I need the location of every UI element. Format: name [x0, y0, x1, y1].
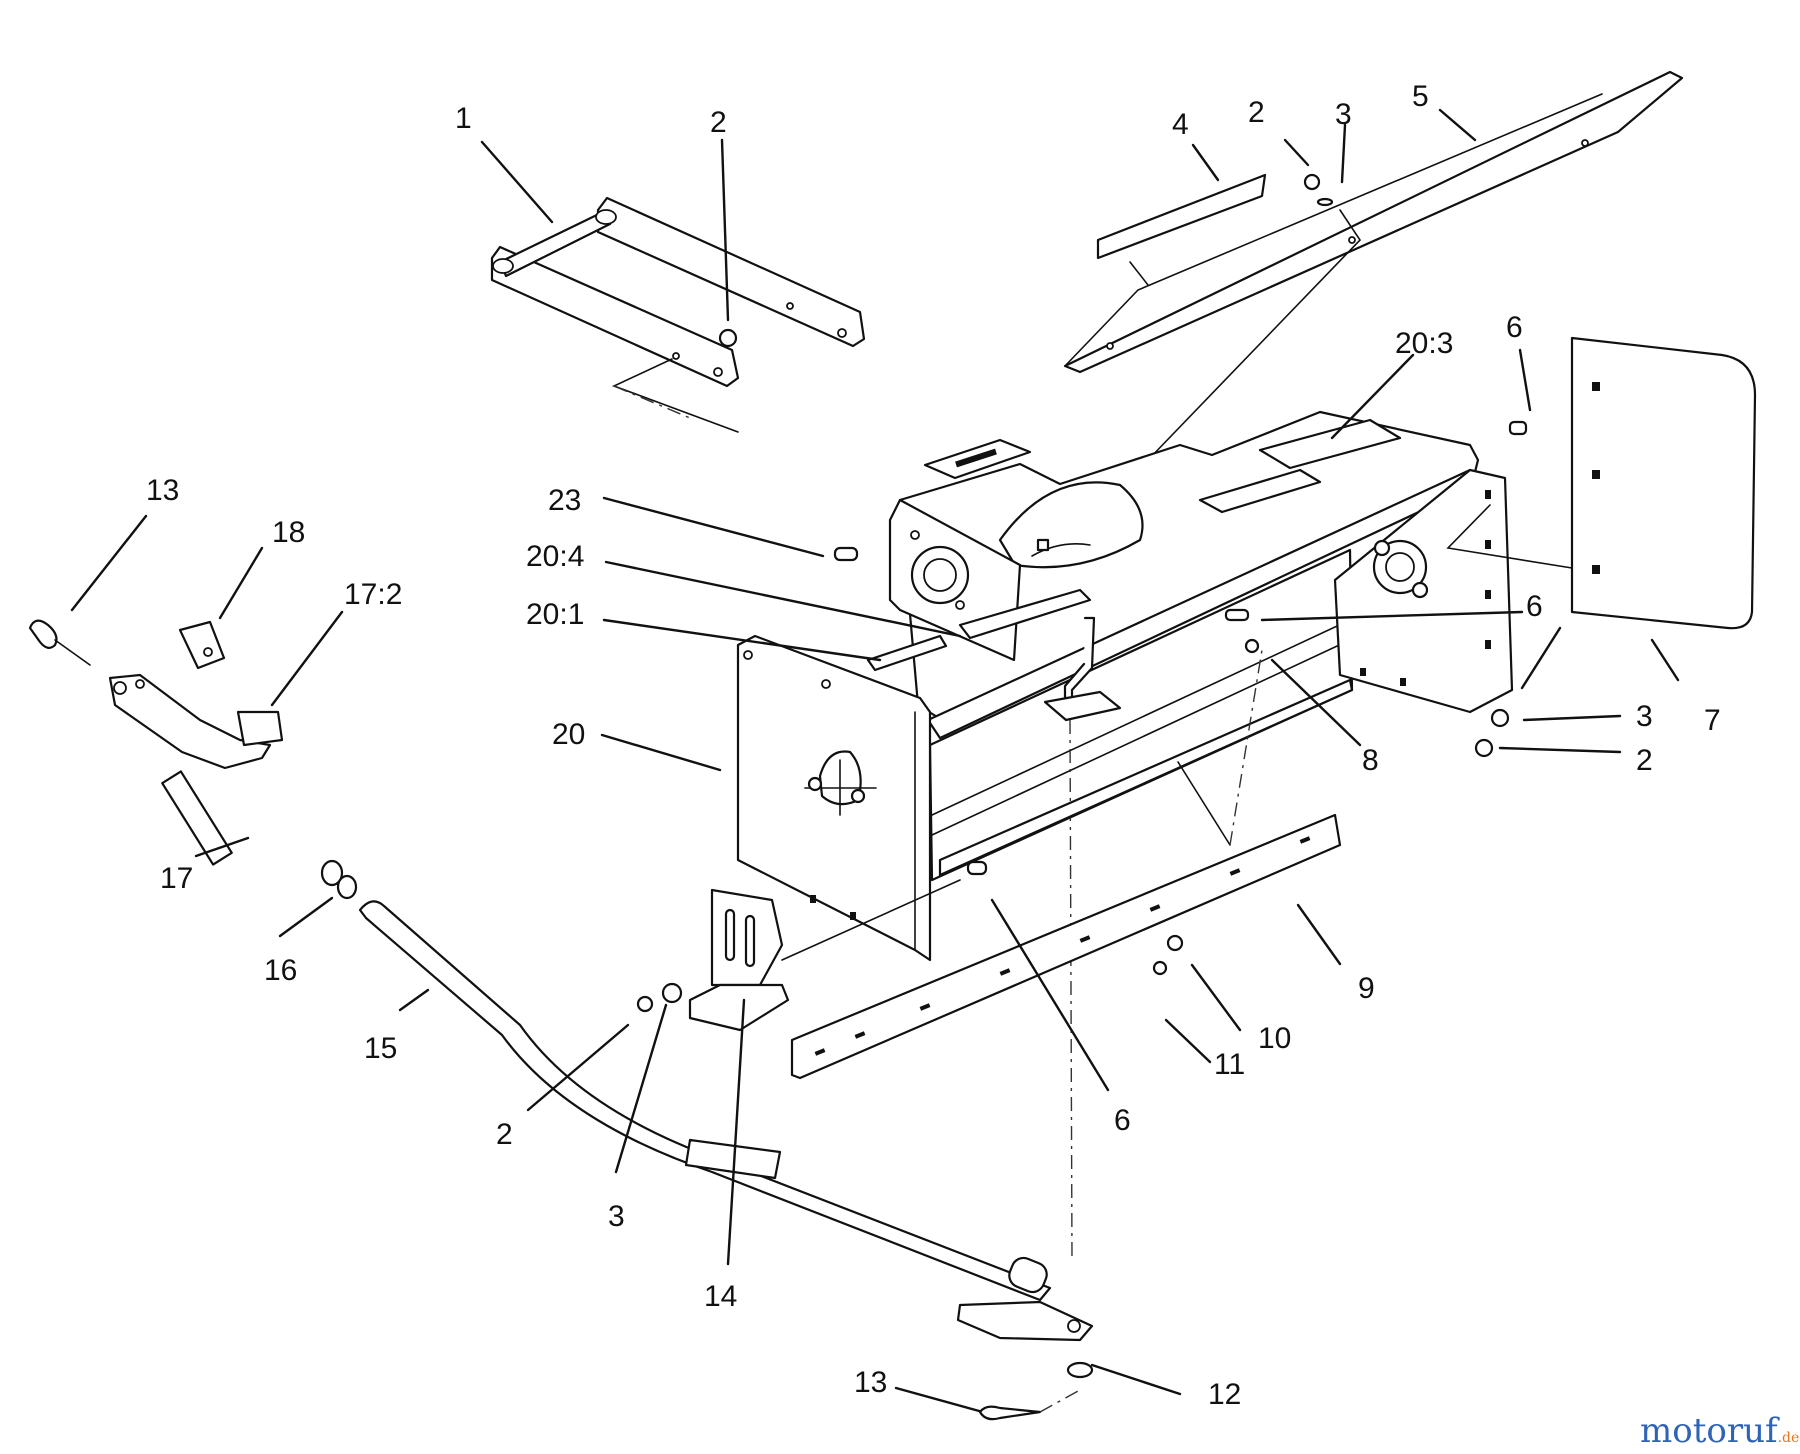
watermark-logo: motoruf.de — [1640, 1411, 1799, 1451]
callout-6: 6 — [1506, 311, 1523, 344]
part-plate-small — [1096, 173, 1267, 286]
callout-labels: 1 2 4 2 3 5 20:3 6 23 20:4 20:1 6 3 7 2 … — [146, 80, 1721, 1411]
callout-6: 6 — [1526, 590, 1543, 623]
callout-6: 6 — [1114, 1104, 1131, 1137]
callout-4: 4 — [1172, 108, 1189, 141]
nut-icon — [718, 328, 738, 348]
part-main-housing — [736, 410, 1514, 962]
part-bracket-assembly — [490, 196, 866, 433]
watermark-brand: motoruf — [1640, 1411, 1780, 1451]
callout-18: 18 — [272, 516, 305, 549]
callout-7: 7 — [1704, 704, 1721, 737]
callout-17-2: 17:2 — [344, 578, 402, 611]
callout-2: 2 — [1636, 744, 1653, 777]
part-plate-long — [1063, 70, 1684, 374]
callout-10: 10 — [1258, 1022, 1291, 1055]
watermark-suffix: .de — [1778, 1430, 1800, 1446]
callout-3: 3 — [1636, 700, 1653, 733]
callout-3: 3 — [1335, 98, 1352, 131]
callout-14: 14 — [704, 1280, 737, 1313]
callout-2: 2 — [710, 106, 727, 139]
callout-8: 8 — [1362, 744, 1379, 777]
callout-2: 2 — [496, 1118, 513, 1151]
part-rod — [358, 900, 1094, 1379]
callout-20-4: 20:4 — [526, 540, 584, 573]
callout-13: 13 — [854, 1366, 887, 1399]
callout-20-1: 20:1 — [526, 598, 584, 631]
part-side-plate — [1446, 336, 1757, 630]
callout-9: 9 — [1358, 972, 1375, 1005]
pin-icon — [978, 1389, 1081, 1421]
callout-23: 23 — [548, 484, 581, 517]
callout-15: 15 — [364, 1032, 397, 1065]
callout-2: 2 — [1248, 96, 1265, 129]
callout-1: 1 — [455, 102, 472, 135]
leader-lines — [70, 108, 1680, 1416]
callout-12: 12 — [1208, 1378, 1241, 1411]
callout-5: 5 — [1412, 80, 1429, 113]
part-skid-shoe — [688, 879, 961, 1032]
callout-16: 16 — [264, 954, 297, 987]
callout-11: 11 — [1214, 1048, 1245, 1081]
part-scraper-bar — [790, 649, 1354, 1080]
svg-text:motoruf.de: motoruf.de — [1640, 1411, 1799, 1451]
hardware-bolts — [636, 420, 1528, 1013]
callout-3: 3 — [608, 1200, 625, 1233]
callout-13: 13 — [146, 474, 179, 507]
callout-20-3: 20:3 — [1395, 327, 1453, 360]
callout-20: 20 — [552, 718, 585, 751]
part-pin — [28, 619, 358, 900]
callout-17: 17 — [160, 862, 193, 895]
part-linkage-arm — [108, 620, 284, 866]
